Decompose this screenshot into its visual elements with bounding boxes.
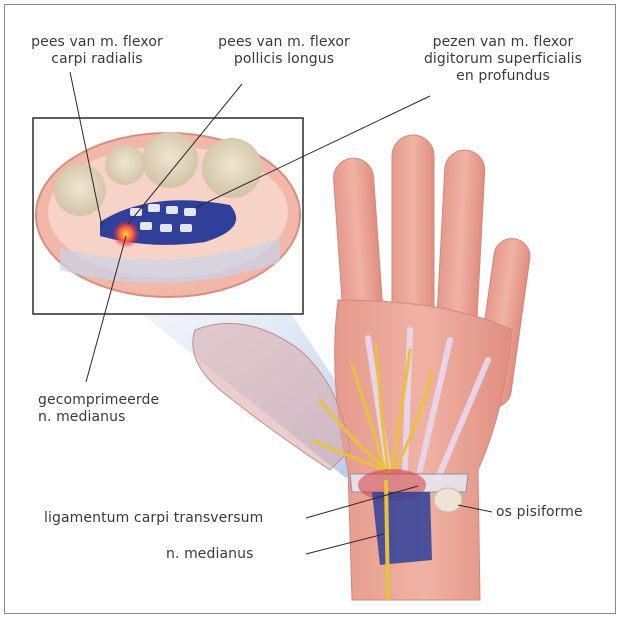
label-fcr-tendon: pees van m. flexor carpi radialis <box>24 34 170 68</box>
carpal-bone-4 <box>202 138 262 198</box>
label-median-nerve: n. medianus <box>166 546 296 563</box>
inset-cross-section <box>33 118 303 314</box>
hand <box>332 135 532 600</box>
label-fds-tendons: pezen van m. flexor digitorum superficia… <box>400 34 606 85</box>
label-ligament: ligamentum carpi transversum <box>44 510 304 527</box>
forearm-tendon-sheath <box>372 492 432 565</box>
carpal-bone-2 <box>105 145 145 185</box>
label-pisiform: os pisiforme <box>496 504 606 521</box>
compressed-nerve-hotspot <box>112 220 140 248</box>
label-fpl-tendon: pees van m. flexor pollicis longus <box>200 34 368 68</box>
pisiform-bone <box>434 488 462 512</box>
carpal-bone-3 <box>142 132 198 188</box>
median-nerve-trunk <box>386 480 388 600</box>
label-compressed-nerve: gecomprimeerde n. medianus <box>38 392 198 426</box>
